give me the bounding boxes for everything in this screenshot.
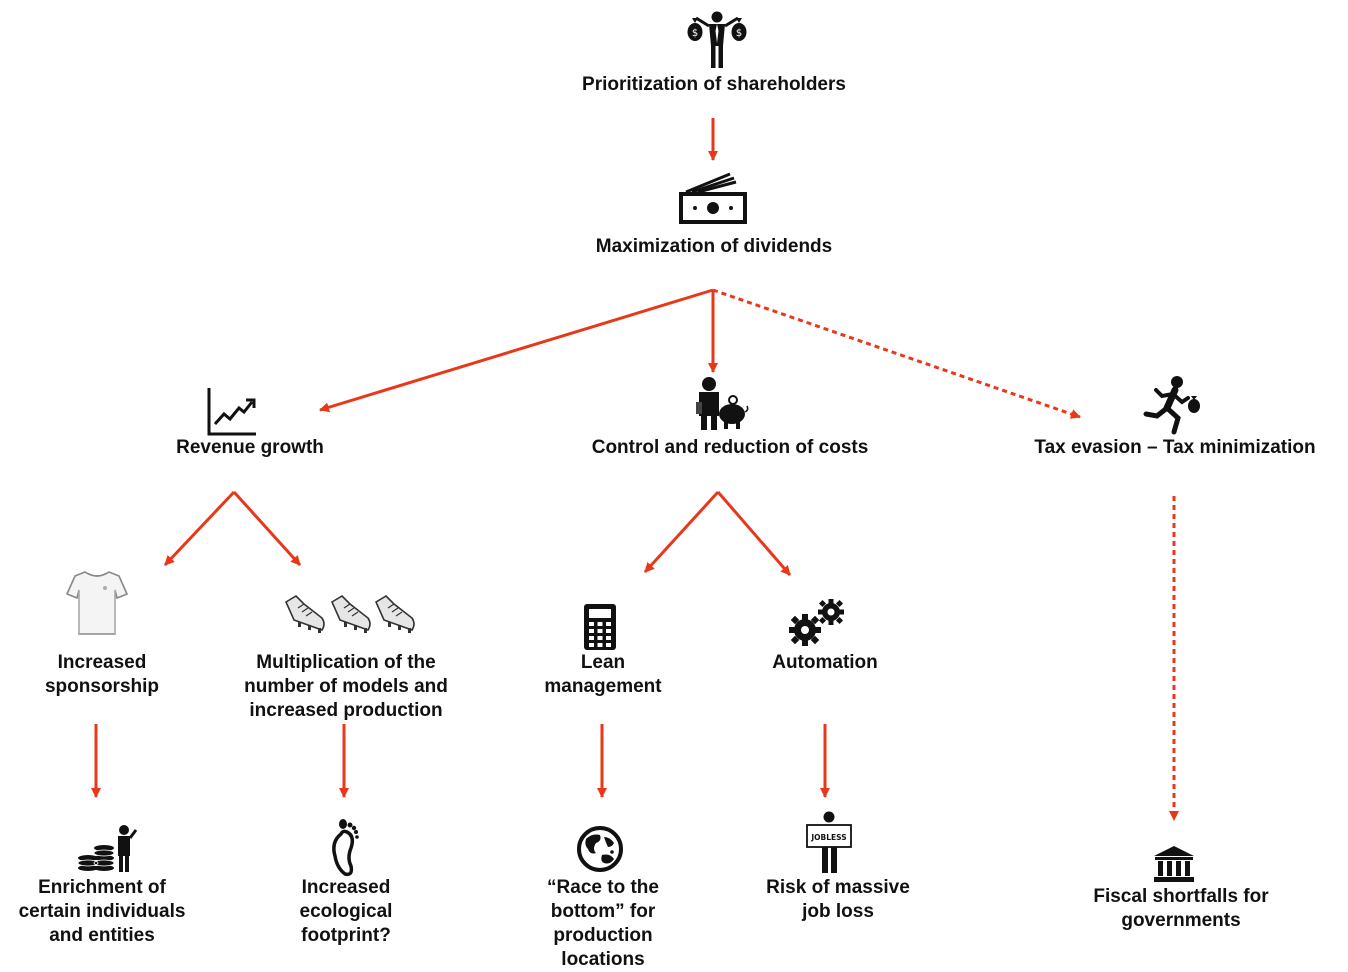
jersey-icon bbox=[65, 568, 129, 643]
coin-stacks-person-icon bbox=[74, 822, 138, 879]
node-sponsorship-label: Increased sponsorship bbox=[45, 651, 159, 699]
arrow-dividends-to-revenue bbox=[319, 288, 714, 413]
node-tax-label: Tax evasion – Tax minimization bbox=[1034, 437, 1316, 458]
node-enrichment-label: Enrichment of certain individuals and en… bbox=[19, 876, 186, 948]
arrow-revenue-to-sponsorship bbox=[163, 490, 236, 567]
label-line: Lean bbox=[580, 652, 626, 673]
node-dividends-label: Maximization of dividends bbox=[595, 236, 833, 257]
businessman-piggy-bank-icon bbox=[694, 374, 750, 437]
footprint-icon bbox=[327, 818, 361, 883]
government-building-icon bbox=[1152, 845, 1196, 888]
label-line: and entities bbox=[49, 925, 155, 946]
label-line: production bbox=[553, 925, 653, 946]
jobless-sign-text: JOBLESS bbox=[810, 833, 846, 842]
label-line: certain individuals bbox=[18, 901, 186, 922]
svg-text:$: $ bbox=[692, 28, 698, 39]
label-line: footprint? bbox=[301, 925, 391, 946]
label-line: management bbox=[544, 676, 662, 697]
node-jobloss-label: Risk of massive job loss bbox=[766, 876, 910, 924]
node-race-label: “Race to the bottom” for production loca… bbox=[547, 876, 659, 972]
businessman-money-bags-icon: $ $ bbox=[687, 8, 747, 75]
label-line: ecological bbox=[299, 901, 393, 922]
label-line: Enrichment of bbox=[38, 877, 166, 898]
label-line: number of models and bbox=[244, 676, 448, 697]
label-line: sponsorship bbox=[44, 676, 160, 697]
label-line: bottom” for bbox=[550, 901, 656, 922]
label-line: job loss bbox=[802, 901, 874, 922]
calculator-icon bbox=[583, 603, 617, 656]
label-line: Fiscal shortfalls for bbox=[1093, 886, 1269, 907]
label-line: locations bbox=[561, 949, 645, 970]
globe-icon bbox=[576, 825, 624, 878]
node-costs-label: Control and reduction of costs bbox=[591, 437, 869, 458]
node-models-label: Multiplication of the number of models a… bbox=[244, 651, 448, 723]
label-line: Increased bbox=[301, 877, 391, 898]
label-line: “Race to the bbox=[547, 877, 659, 898]
growth-chart-icon bbox=[206, 386, 258, 443]
label-line: governments bbox=[1121, 910, 1241, 931]
node-automation-label: Automation bbox=[772, 652, 878, 673]
arrow-revenue-to-models bbox=[232, 490, 302, 567]
label-line: Increased bbox=[57, 652, 147, 673]
node-fiscal-label: Fiscal shortfalls for governments bbox=[1093, 885, 1268, 933]
svg-text:$: $ bbox=[736, 28, 742, 39]
node-lean-label: Lean management bbox=[544, 651, 661, 699]
label-line: Multiplication of the bbox=[256, 652, 436, 673]
football-boots-icon bbox=[282, 590, 422, 647]
arrow-costs-to-lean bbox=[643, 490, 720, 574]
label-line: Risk of massive bbox=[766, 877, 910, 898]
gears-icon bbox=[787, 598, 849, 651]
running-thief-icon bbox=[1142, 374, 1202, 441]
arrow-costs-to-automation bbox=[716, 491, 792, 576]
banknote-icon bbox=[678, 170, 748, 231]
label-line: increased production bbox=[249, 700, 443, 721]
node-footprint-label: Increased ecological footprint? bbox=[300, 876, 393, 948]
node-shareholders-label: Prioritization of shareholders bbox=[582, 74, 846, 95]
jobless-sign-icon: JOBLESS bbox=[804, 811, 854, 880]
arrow-dividends-to-tax bbox=[712, 288, 1081, 419]
node-revenue-label: Revenue growth bbox=[176, 437, 324, 458]
